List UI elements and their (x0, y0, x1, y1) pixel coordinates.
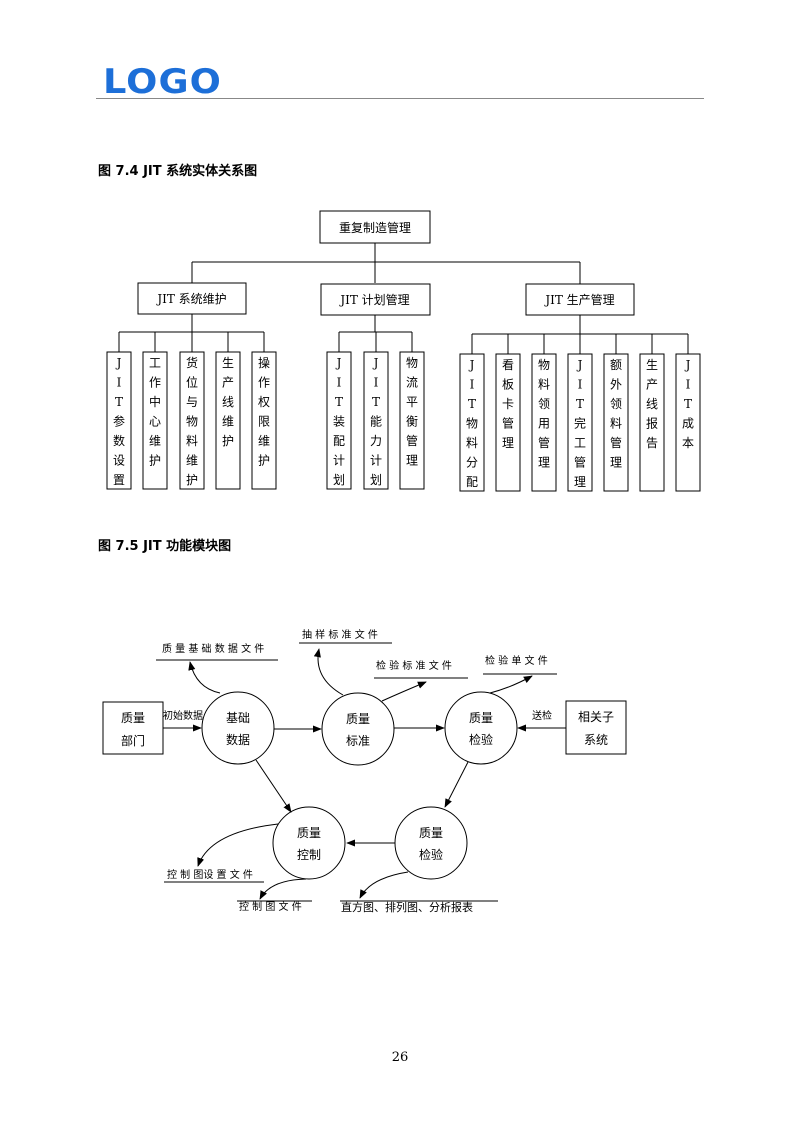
root-label: 重复制造管理 (339, 220, 411, 235)
leaf-label: 货位与物料维护 (186, 355, 198, 487)
flow-to-reports (359, 871, 409, 899)
leaf-label: 额外领料管理 (610, 358, 622, 470)
figure-7-4 (106, 210, 701, 492)
process-label: 控制 (297, 848, 321, 862)
process-label: 检验 (469, 732, 493, 747)
logo: LOGO (103, 62, 222, 102)
flow-label: 送检 (532, 709, 552, 722)
flow-to-standard-file (381, 681, 427, 702)
process-label: 数据 (226, 732, 250, 747)
leaf-box-permissions (251, 351, 277, 490)
page-number: 26 (391, 1050, 409, 1065)
leaf-box-logistics-balance (399, 351, 425, 490)
header-rule (96, 98, 704, 99)
entity-label: 相关子 (578, 710, 614, 724)
leaf-box-material-requisition (531, 353, 557, 492)
leaf-box-production-line (215, 351, 241, 490)
process-quality-inspection (444, 691, 518, 765)
file-label: 控 制 图设 置 文 件 (167, 868, 253, 881)
process-quality-inspection-2 (394, 806, 468, 880)
flow (255, 759, 292, 813)
leaf-box-work-center (142, 351, 168, 490)
leaf-label: 物料领用管理 (538, 358, 550, 470)
leaf-box-material-allocation (459, 353, 485, 492)
group-label: JIT 生产管理 (543, 292, 614, 307)
process-label: 基础 (226, 711, 250, 725)
leaf-box-jit-params (106, 351, 132, 490)
leaf-label: 物流平衡管理 (406, 356, 418, 468)
file-label: 检 验 标 准 文 件 (376, 659, 452, 672)
leaf-box-jit-cost (675, 353, 701, 492)
leaf-label: 生产线报告 (646, 358, 658, 450)
leaf-label: 操作权限维护 (258, 355, 270, 468)
leaf-box-location-material (179, 351, 205, 490)
leaf-box-extra-requisition (603, 353, 629, 492)
flow-to-control-chart (259, 878, 307, 900)
process-label: 质量 (419, 826, 443, 840)
file-label: 质 量 基 础 数 据 文 件 (162, 642, 264, 655)
file-label: 控 制 图 文 件 (239, 900, 302, 913)
process-basic-data (201, 691, 275, 765)
leaf-box-kanban (495, 353, 521, 492)
flow-to-sampling-file (313, 648, 344, 696)
leaf-label: 看板卡管理 (502, 358, 514, 450)
process-label: 检验 (419, 847, 443, 862)
file-label: 直方图、排列图、分析报表 (341, 900, 473, 914)
leaf-label: 工作中心维护 (149, 356, 161, 468)
process-quality-control (272, 806, 346, 880)
group-label: JIT 计划管理 (338, 292, 409, 307)
process-label: 标准 (346, 734, 370, 748)
process-label: 质量 (469, 711, 493, 725)
leaf-box-assembly-plan (326, 351, 352, 490)
flow (444, 761, 469, 808)
leaf-box-line-report (639, 353, 665, 492)
process-quality-standard (321, 692, 395, 766)
group-label: JIT 系统维护 (155, 292, 226, 306)
figure-7-5-labels: 质量 部门 相关子 系统 基础 数据 质量 标准 质量 检验 质量 控制 质量 … (121, 628, 614, 914)
figure-7-5-caption: 图 7.5 JIT 功能模块图 (98, 539, 232, 554)
process-label: 质量 (297, 826, 321, 840)
flow-label: 初始数据 (163, 709, 203, 722)
file-label: 检 验 单 文 件 (485, 654, 548, 667)
file-label: 抽 样 标 准 文 件 (302, 628, 378, 641)
figure-7-5 (102, 642, 627, 902)
flow-to-control-setting (197, 823, 279, 867)
figure-7-4-caption: 图 7.4 JIT 系统实体关系图 (98, 164, 258, 179)
leaf-box-capacity-plan (363, 351, 389, 490)
flow-to-inspection-sheet (489, 675, 533, 694)
entity-label: 部门 (121, 733, 145, 748)
process-label: 质量 (346, 712, 370, 726)
leaf-box-completion (567, 353, 593, 492)
leaf-label: 生产线维护 (222, 356, 234, 448)
entity-label: 系统 (584, 733, 608, 747)
flow-to-basic-data-file (188, 661, 221, 694)
entity-label: 质量 (121, 711, 145, 725)
